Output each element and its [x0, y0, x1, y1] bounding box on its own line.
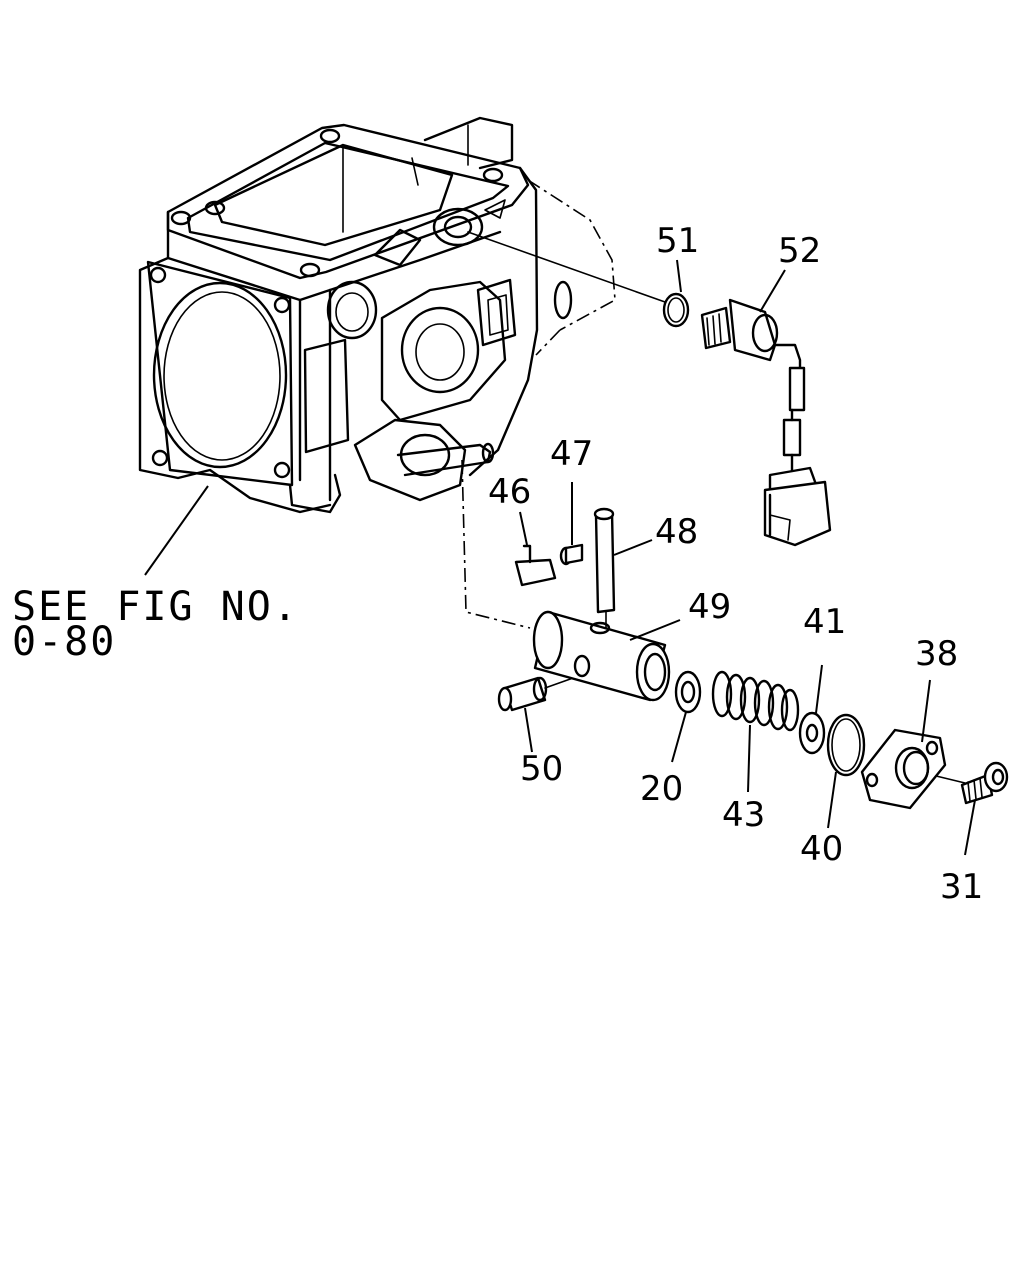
- part-48-pin: [593, 507, 653, 631]
- part-40-o-ring: [826, 713, 866, 829]
- callout-51: 51: [656, 221, 699, 261]
- reference-line-2: 0-80: [12, 619, 116, 665]
- part-31-bolt: [960, 761, 1009, 856]
- part-49-valve-body: [532, 610, 681, 702]
- callout-43: 43: [722, 795, 765, 835]
- reference-line-1: SEE FIG NO.: [12, 584, 299, 630]
- callout-52: 52: [778, 231, 821, 271]
- callout-38: 38: [915, 634, 958, 674]
- callout-49: 49: [688, 587, 731, 627]
- alignment-lines: [144, 231, 966, 784]
- part-20-washer: [671, 670, 702, 763]
- part-41-washer: [798, 664, 826, 755]
- callout-47: 47: [550, 434, 593, 474]
- callout-41: 41: [803, 602, 846, 642]
- part-46-clip: [514, 511, 557, 587]
- callout-48: 48: [655, 512, 698, 552]
- part-51-o-ring: [662, 259, 690, 328]
- part-50-plunger: [497, 676, 548, 753]
- part-43-spring: [711, 670, 800, 793]
- part-47-screw: [559, 482, 584, 566]
- housing-body: [138, 116, 616, 514]
- callout-50: 50: [520, 749, 563, 789]
- callout-40: 40: [800, 829, 843, 869]
- part-52-sensor: [700, 269, 832, 547]
- callout-20: 20: [640, 769, 683, 809]
- callout-31: 31: [940, 867, 983, 907]
- callout-46: 46: [488, 472, 531, 512]
- part-38-cover: [860, 679, 947, 810]
